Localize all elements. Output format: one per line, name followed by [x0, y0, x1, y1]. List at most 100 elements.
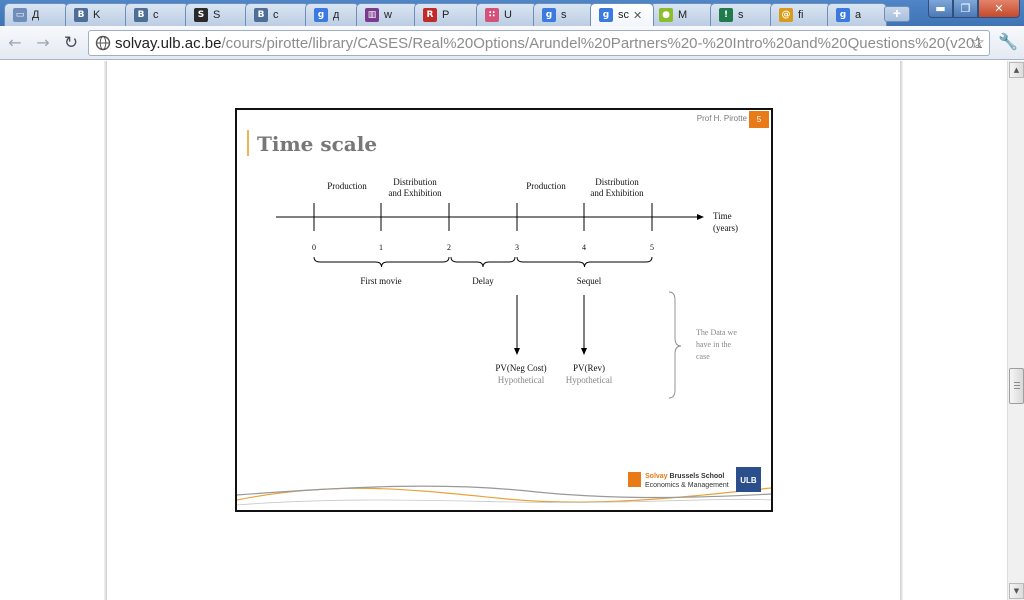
- pv-sublabel: Hypothetical: [498, 375, 545, 385]
- scrollbar-thumb[interactable]: [1009, 368, 1024, 404]
- phase-label: Production: [526, 181, 566, 191]
- tab-1[interactable]: ▭Д: [4, 3, 68, 26]
- reload-button[interactable]: ↻: [63, 33, 79, 53]
- tab-13[interactable]: !s: [710, 3, 774, 26]
- vk-icon: B: [74, 8, 88, 22]
- page-edge-left: [104, 61, 107, 600]
- scribd-icon: S: [194, 8, 208, 22]
- vk-icon: B: [254, 8, 268, 22]
- note-text: The Data we: [696, 328, 737, 337]
- rm-icon: R: [423, 8, 437, 22]
- tab-7[interactable]: ▥w: [356, 3, 418, 26]
- phase-label: and Exhibition: [590, 188, 644, 198]
- page-edge-right: [900, 61, 903, 600]
- ball-icon: ●: [659, 8, 673, 22]
- tick-label: 4: [582, 243, 586, 252]
- brace-label: First movie: [360, 276, 401, 286]
- tab-title: c: [273, 9, 279, 21]
- tab-title: K: [93, 9, 101, 21]
- tab-title: S: [213, 9, 221, 21]
- vk-icon: B: [134, 8, 148, 22]
- phase-label: Production: [327, 181, 367, 191]
- wrench-menu-icon[interactable]: 🔧: [998, 32, 1018, 51]
- axis-label: Time: [713, 211, 732, 221]
- tab-9[interactable]: ∷U: [476, 3, 537, 26]
- chat-bubble-icon: ▭: [13, 8, 27, 22]
- logo-line-2: Economics & Management: [645, 482, 729, 489]
- google-icon: g: [314, 8, 328, 22]
- brace-first-movie: [313, 256, 450, 268]
- maximize-button[interactable]: ❐: [953, 0, 978, 18]
- slide-number: 5: [749, 111, 769, 128]
- tab-title: s: [738, 9, 744, 21]
- pdf-gutter-left: [0, 61, 107, 600]
- scroll-up-arrow-icon[interactable]: ▲: [1009, 62, 1024, 78]
- url-text[interactable]: solvay.ulb.ac.be/cours/pirotte/library/C…: [115, 35, 983, 52]
- logo-solvay: Solvay: [645, 473, 668, 480]
- brace-delay: [450, 256, 516, 268]
- chart-icon: ▥: [365, 8, 379, 22]
- google-icon: g: [542, 8, 556, 22]
- vertical-scrollbar[interactable]: ▲ ▼: [1007, 61, 1024, 600]
- phase-label: and Exhibition: [388, 188, 442, 198]
- google-icon: g: [599, 8, 613, 22]
- ulb-badge: [736, 467, 761, 492]
- scroll-down-arrow-icon[interactable]: ▼: [1009, 583, 1024, 599]
- tab-title: P: [442, 9, 450, 21]
- tab-title: w: [384, 9, 392, 21]
- tick-label: 3: [515, 243, 519, 252]
- tab-14[interactable]: @fi: [770, 3, 831, 26]
- brace-sequel: [516, 256, 653, 268]
- address-bar[interactable]: solvay.ulb.ac.be/cours/pirotte/library/C…: [88, 30, 990, 56]
- back-button[interactable]: ←: [8, 33, 22, 52]
- tab-title: s: [561, 9, 567, 21]
- tab-title: sc: [618, 9, 629, 21]
- url-path: /cours/pirotte/library/CASES/Real%20Opti…: [221, 34, 983, 52]
- logo-line-1: Solvay Brussels School: [645, 473, 724, 480]
- tick-label: 2: [447, 243, 451, 252]
- logo-school: Brussels School: [668, 473, 725, 480]
- google-icon: g: [836, 8, 850, 22]
- tab-title: д: [333, 9, 340, 21]
- new-tab-button[interactable]: +: [884, 6, 910, 22]
- pdf-gutter-right: [903, 61, 1007, 600]
- note-text: have in the: [696, 340, 732, 349]
- close-window-button[interactable]: ✕: [978, 0, 1020, 18]
- note-brace: [668, 291, 682, 399]
- minimize-button[interactable]: ▬: [928, 0, 953, 18]
- footer-swoosh-light: [237, 498, 771, 506]
- tick-label: 0: [312, 243, 316, 252]
- tick-label: 5: [650, 243, 654, 252]
- note-text: case: [696, 352, 710, 361]
- phase-label: Distribution: [595, 177, 639, 187]
- browser-toolbar: ← → ↻ solvay.ulb.ac.be/cours/pirotte/lib…: [0, 26, 1024, 60]
- bookmark-star-icon[interactable]: ☆: [969, 33, 985, 53]
- tab-title: fi: [798, 9, 804, 21]
- title-accent-bar: [247, 130, 249, 156]
- slide-author: Prof H. Pirotte: [696, 114, 747, 123]
- alert-icon: !: [719, 8, 733, 22]
- pv-sublabel: Hypothetical: [566, 375, 613, 385]
- tab-title: M: [678, 9, 688, 21]
- pv-label: PV(Rev): [573, 363, 605, 373]
- solvay-logo-icon: [628, 472, 641, 487]
- forward-button[interactable]: →: [36, 33, 50, 52]
- brace-label: Delay: [472, 276, 494, 286]
- close-tab-icon[interactable]: ✕: [633, 8, 643, 22]
- pv-label: PV(Neg Cost): [495, 363, 546, 373]
- ulb-badge-text: ULB: [740, 476, 757, 485]
- url-host: solvay.ulb.ac.be: [115, 34, 222, 52]
- tab-12[interactable]: ●M: [650, 3, 714, 26]
